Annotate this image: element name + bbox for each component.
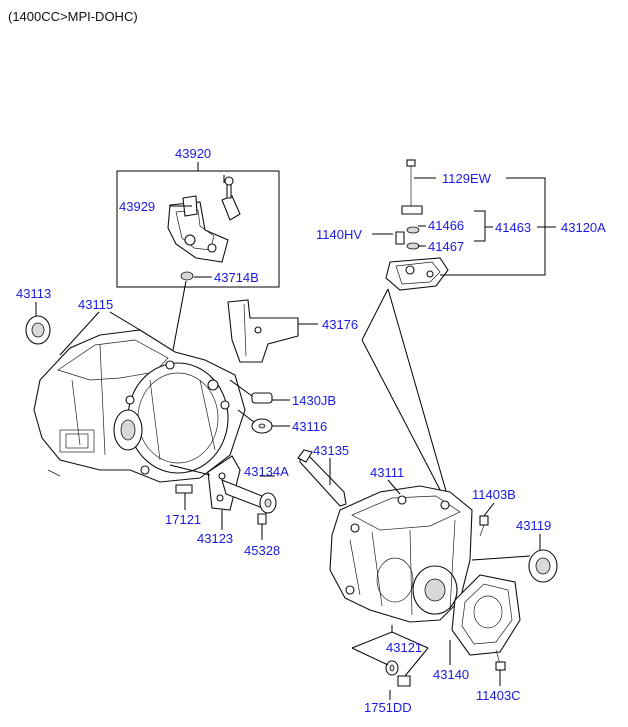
label-43121[interactable]: 43121 <box>386 640 422 655</box>
label-43116[interactable]: 43116 <box>292 419 327 434</box>
label-43140[interactable]: 43140 <box>433 667 469 682</box>
oil-seal-43113-drawing <box>25 315 51 345</box>
label-43176[interactable]: 43176 <box>322 317 358 332</box>
label-43115[interactable]: 43115 <box>78 297 113 312</box>
label-43119[interactable]: 43119 <box>516 518 551 533</box>
label-43929[interactable]: 43929 <box>119 199 155 214</box>
bracket-43176-drawing <box>227 299 299 363</box>
bracket-43929-drawing <box>167 176 241 263</box>
label-1751dd[interactable]: 1751DD <box>364 700 412 715</box>
transaxle-case-43115-drawing <box>33 329 246 483</box>
label-43134a[interactable]: 43134A <box>244 464 289 479</box>
label-43920[interactable]: 43920 <box>175 146 211 161</box>
label-41463[interactable]: 41463 <box>495 220 531 235</box>
label-1430jb[interactable]: 1430JB <box>292 393 336 408</box>
washer-43714b-drawing <box>180 271 194 281</box>
label-43113[interactable]: 43113 <box>16 286 51 301</box>
label-11403b[interactable]: 11403B <box>472 487 516 502</box>
label-43135[interactable]: 43135 <box>313 443 349 458</box>
label-41466[interactable]: 41466 <box>428 218 464 233</box>
label-41467[interactable]: 41467 <box>428 239 464 254</box>
label-45328[interactable]: 45328 <box>244 543 280 558</box>
label-1129ew[interactable]: 1129EW <box>442 171 492 186</box>
bolt-11403b-drawing <box>479 515 489 537</box>
lever-43135-drawing <box>297 449 347 507</box>
label-43123[interactable]: 43123 <box>197 531 233 546</box>
label-43120a[interactable]: 43120A <box>561 220 606 235</box>
diagram-caption: (1400CC>MPI-DOHC) <box>8 9 138 24</box>
dowel-1430jb-drawing <box>251 392 273 404</box>
label-1140hv[interactable]: 1140HV <box>316 227 362 242</box>
label-17121[interactable]: 17121 <box>165 512 201 527</box>
oil-seal-43119-drawing <box>528 549 558 583</box>
label-11403c[interactable]: 11403C <box>476 688 521 703</box>
plate-sleeve-drawing <box>175 455 277 525</box>
bolt-11403c-drawing <box>495 649 506 671</box>
bracket-assy-43120a-drawing <box>385 159 449 291</box>
label-43111[interactable]: 43111 <box>370 465 404 480</box>
drain-plug-drawing <box>385 660 411 687</box>
label-43714b[interactable]: 43714B <box>214 270 259 285</box>
transaxle-case-43111-drawing <box>329 485 473 623</box>
cover-43140-drawing <box>451 574 521 656</box>
